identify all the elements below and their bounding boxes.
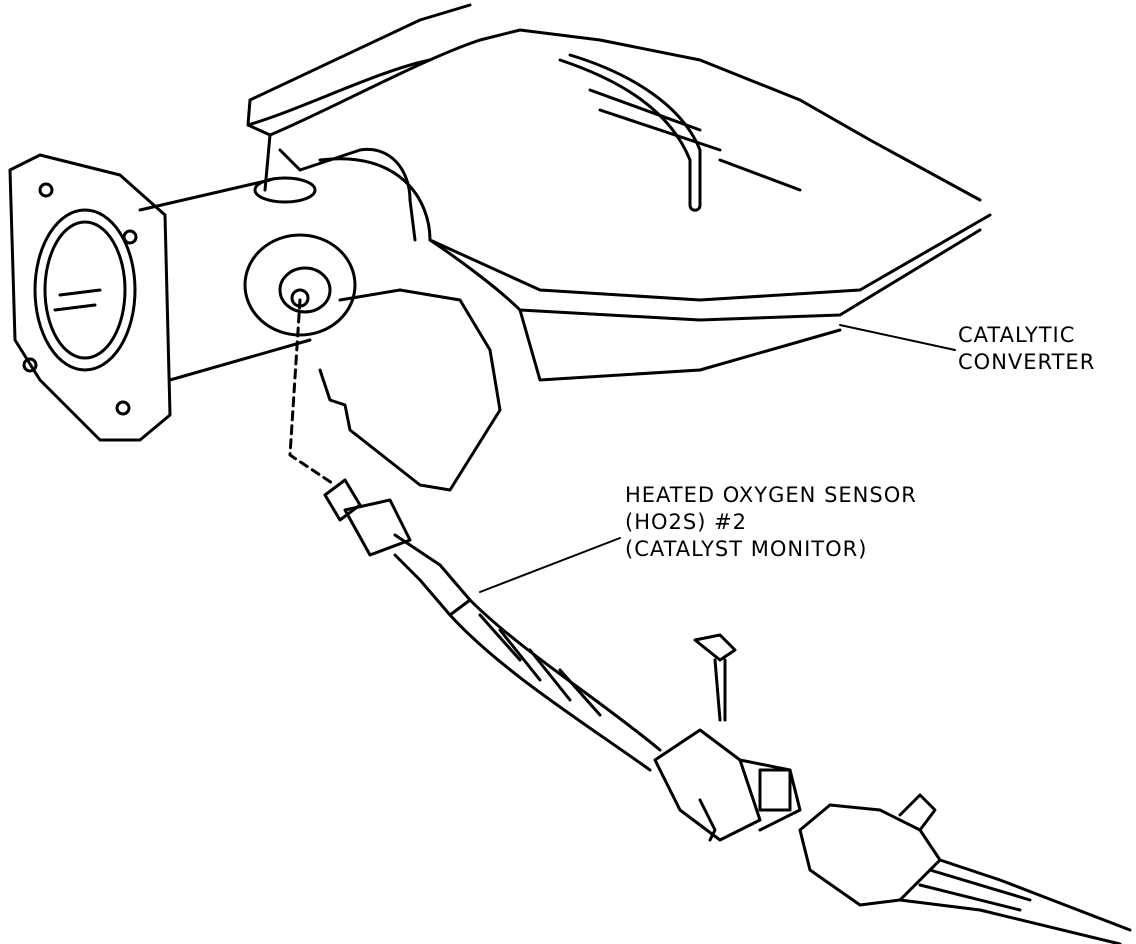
heated-oxygen-sensor-label: HEATED OXYGEN SENSOR (HO2S) #2 (CATALYST… [625, 482, 917, 563]
catalytic-converter-body [246, 3, 992, 382]
oxygen-sensor [323, 478, 662, 772]
label-line: (HO2S) #2 [625, 510, 748, 534]
leader-lines [479, 324, 956, 593]
catalytic-converter-label: CATALYTIC CONVERTER [958, 322, 1095, 376]
catalytic-converter-leader [839, 324, 956, 351]
connector-assembly [653, 633, 1132, 944]
sensor-leader-dashed [288, 298, 337, 487]
label-line: (CATALYST MONITOR) [625, 537, 868, 561]
label-line: CATALYTIC [958, 323, 1076, 347]
sensor-boss [243, 176, 357, 337]
heat-shield [318, 288, 502, 492]
ho2s-leader [479, 537, 621, 593]
label-line: CONVERTER [958, 350, 1096, 374]
exhaust-flange [8, 153, 312, 442]
label-line: HEATED OXYGEN SENSOR [625, 483, 917, 507]
